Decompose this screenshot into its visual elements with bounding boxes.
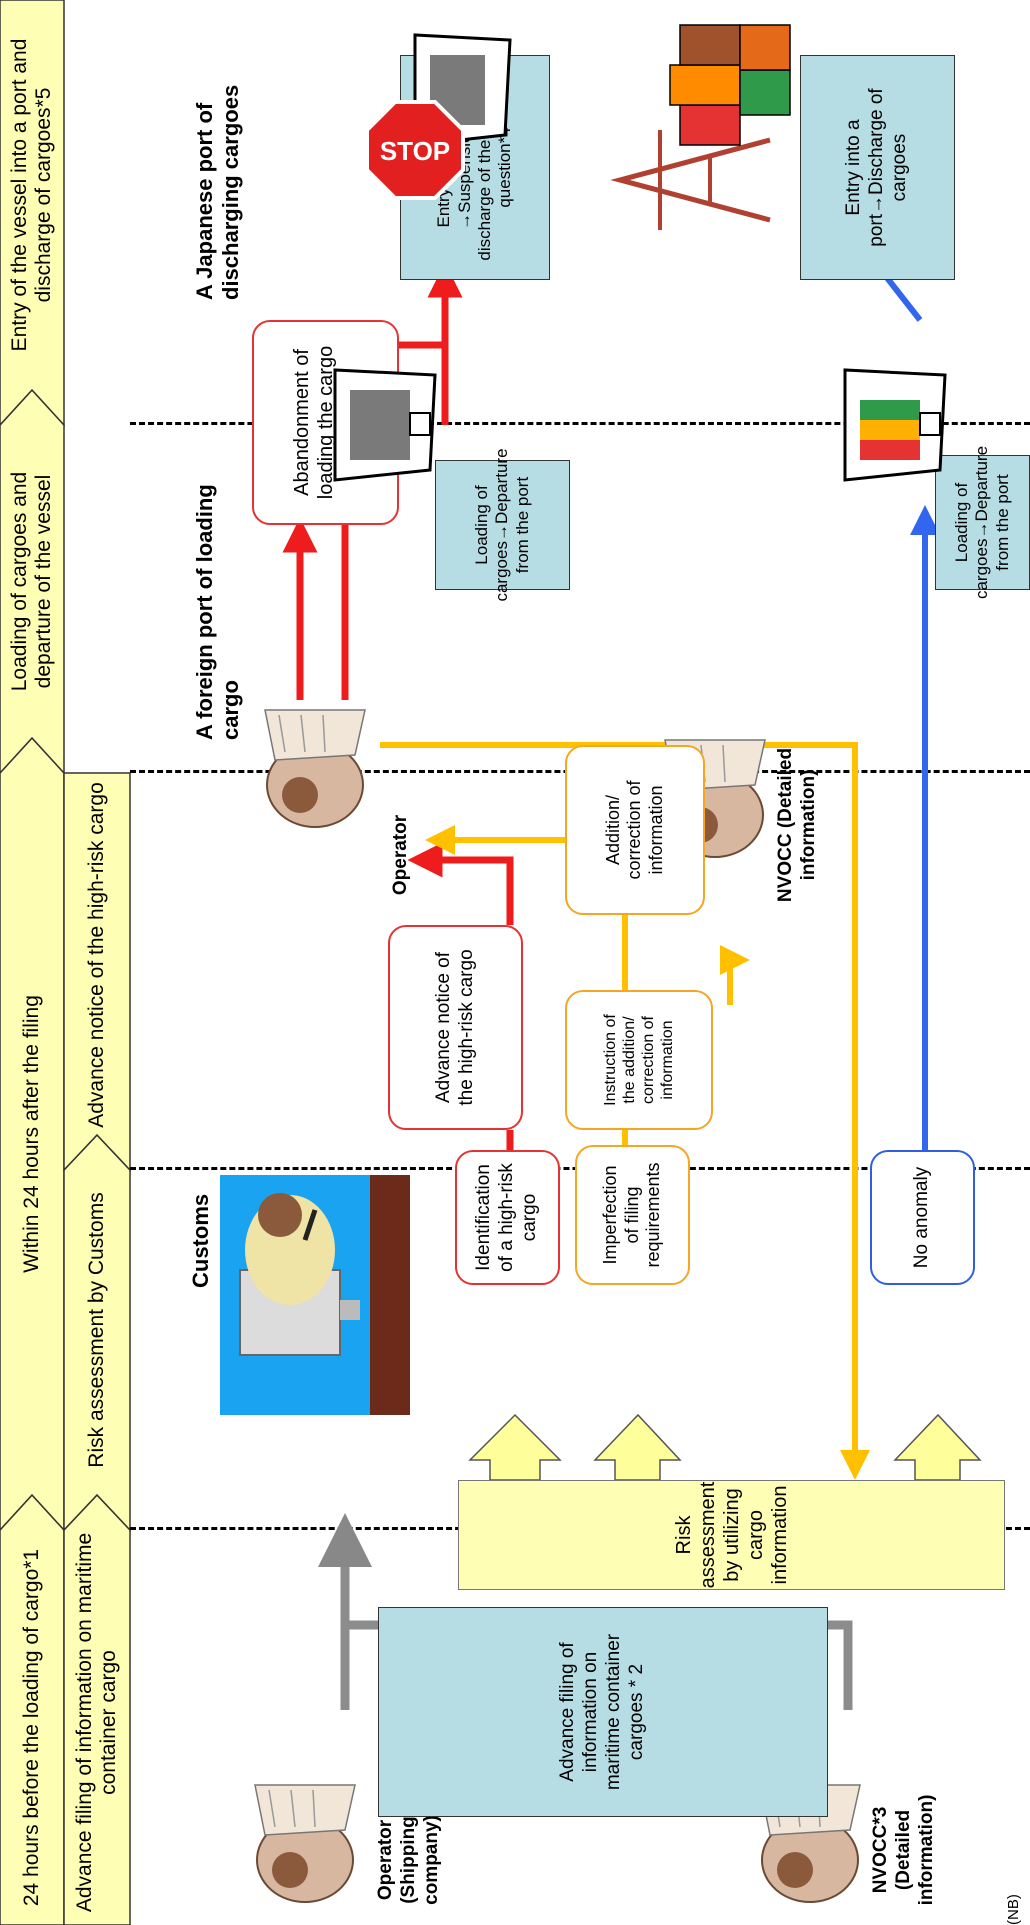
label-operator: Operator (390, 814, 411, 896)
yellow-arrow-imperfection (593, 1413, 682, 1481)
orange-line-return-main (380, 742, 870, 1480)
box-entry-discharge: Entry into a port→Discharge of cargoes (800, 55, 955, 280)
red-line-notice-operator (407, 842, 514, 925)
box-advance-notice: Advance notice of the high-risk cargo (388, 925, 523, 1130)
box-addition-correction: Addition/ correction of information (565, 745, 705, 915)
box-loading-departure-1: Loading of cargoes→Departure from the po… (435, 448, 570, 602)
box-instruction: Instruction of the addition/ correction … (565, 990, 713, 1130)
footnote-nb: (NB) (1005, 1894, 1022, 1925)
containers-icon (669, 24, 791, 146)
chevron-row1-4 (0, 0, 65, 427)
crane-icon (610, 130, 771, 230)
customs-officer-icon (220, 1175, 410, 1415)
label-nvocc-filer: NVOCC*3 (Detailed information) (870, 1794, 937, 1906)
chevron-row2-3 (63, 772, 131, 1172)
box-risk-assessment: Risk assessment by utilizing cargo infor… (458, 1480, 1005, 1590)
stop-sign-icon: STOP (365, 100, 465, 200)
box-identification: Identification of a high-risk cargo (455, 1150, 560, 1285)
box-imperfection: Imperfection of filing requirements (575, 1145, 690, 1285)
box-advance-filing-h: Advance filing of information on maritim… (378, 1607, 828, 1817)
box-no-anomaly: No anomaly (870, 1150, 975, 1285)
ship-icon (843, 368, 947, 482)
yellow-arrow-no-anomaly (893, 1413, 982, 1481)
stop-sign-text: STOP (380, 136, 450, 166)
label-nvocc: NVOCC (Detailed information) (775, 747, 819, 903)
ship-icon (333, 368, 437, 482)
label-operator-shipping: Operator (Shipping company) (375, 1815, 442, 1905)
person-icon (254, 1784, 356, 1903)
orange-line-instruction-nvocc (720, 945, 750, 1005)
person-icon (264, 709, 366, 828)
yellow-arrow-identification (468, 1413, 562, 1481)
